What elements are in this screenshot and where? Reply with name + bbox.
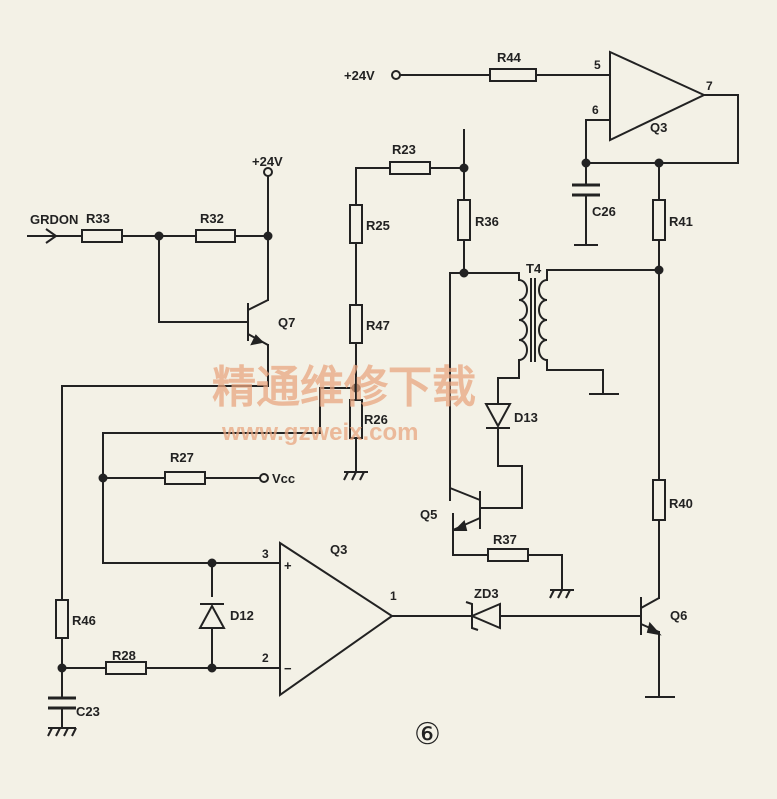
label-plus: + <box>284 558 292 573</box>
label-d12: D12 <box>230 608 254 623</box>
label-d13: D13 <box>514 410 538 425</box>
ground-icon <box>343 471 368 481</box>
label-r41: R41 <box>669 214 693 229</box>
r36-resistor <box>457 199 471 241</box>
transistor-q7 <box>247 299 269 346</box>
label-r27: R27 <box>170 450 194 465</box>
r47-resistor <box>349 304 363 344</box>
label-minus: − <box>284 661 292 676</box>
r41-resistor <box>652 199 666 241</box>
watermark: 精通维修下载 www.gzweix.com <box>212 362 476 446</box>
r27-resistor <box>164 471 206 485</box>
r32-resistor <box>195 229 236 243</box>
r23-resistor <box>389 161 431 175</box>
vcc-terminal <box>259 473 269 483</box>
opamp-q3-top <box>609 50 707 142</box>
diode-d12 <box>198 603 226 629</box>
label-r28: R28 <box>112 648 136 663</box>
capacitor-c23 <box>48 696 76 710</box>
r28-resistor <box>105 661 147 675</box>
v24-top-terminal <box>391 70 401 80</box>
transistor-q5 <box>449 487 481 531</box>
opamp-q3-bottom <box>279 541 394 697</box>
r26-resistor <box>349 399 363 439</box>
label-pin3: 3 <box>262 547 269 561</box>
watermark-url: www.gzweix.com <box>221 419 419 446</box>
label-pin7: 7 <box>706 79 713 93</box>
label-r32: R32 <box>200 211 224 226</box>
label-t4: T4 <box>526 261 542 276</box>
label-r46: R46 <box>72 613 96 628</box>
label-r36: R36 <box>475 214 499 229</box>
label-zd3: ZD3 <box>474 586 499 601</box>
v24-left-terminal <box>263 167 273 177</box>
transistor-q6 <box>640 597 662 636</box>
label-grdon: GRDON <box>30 212 78 227</box>
grdon-input-arrow <box>45 228 58 244</box>
resistors <box>55 68 666 675</box>
label-c26: C26 <box>592 204 616 219</box>
r37-resistor <box>487 548 529 562</box>
r46-resistor <box>55 599 69 639</box>
r44-resistor <box>489 68 537 82</box>
label-r26: R26 <box>364 412 388 427</box>
diode-d13 <box>484 403 512 429</box>
figure-number: ⑥ <box>414 717 441 752</box>
label-r37: R37 <box>493 532 517 547</box>
ground-symbols <box>47 471 574 737</box>
component-labels: +24V R44 5 6 7 Q3 C26 R41 R23 R25 R36 T4… <box>30 50 713 752</box>
label-v24-top: +24V <box>344 68 375 83</box>
label-r33: R33 <box>86 211 110 226</box>
watermark-chinese: 精通维修下载 <box>212 362 476 413</box>
capacitor-c26 <box>572 183 600 197</box>
label-pin1: 1 <box>390 589 397 603</box>
label-q5: Q5 <box>420 507 437 522</box>
r40-resistor <box>652 479 666 521</box>
label-r44: R44 <box>497 50 522 65</box>
zener-zd3 <box>465 601 501 631</box>
ground-icon <box>47 708 77 737</box>
label-q3-bottom: Q3 <box>330 542 347 557</box>
label-c23: C23 <box>76 704 100 719</box>
r25-resistor <box>349 204 363 244</box>
label-pin5: 5 <box>594 58 601 72</box>
transformer-t4 <box>518 278 548 362</box>
label-q6: Q6 <box>670 608 687 623</box>
ground-icon <box>549 589 574 599</box>
junction-dots <box>57 158 664 673</box>
label-r25: R25 <box>366 218 390 233</box>
r33-resistor <box>81 229 123 243</box>
label-q3-top: Q3 <box>650 120 667 135</box>
label-pin6: 6 <box>592 103 599 117</box>
label-r47: R47 <box>366 318 390 333</box>
label-vcc: Vcc <box>272 471 295 486</box>
label-v24-left: +24V <box>252 154 283 169</box>
label-q7: Q7 <box>278 315 295 330</box>
label-r40: R40 <box>669 496 693 511</box>
label-r23: R23 <box>392 142 416 157</box>
label-pin2: 2 <box>262 651 269 665</box>
